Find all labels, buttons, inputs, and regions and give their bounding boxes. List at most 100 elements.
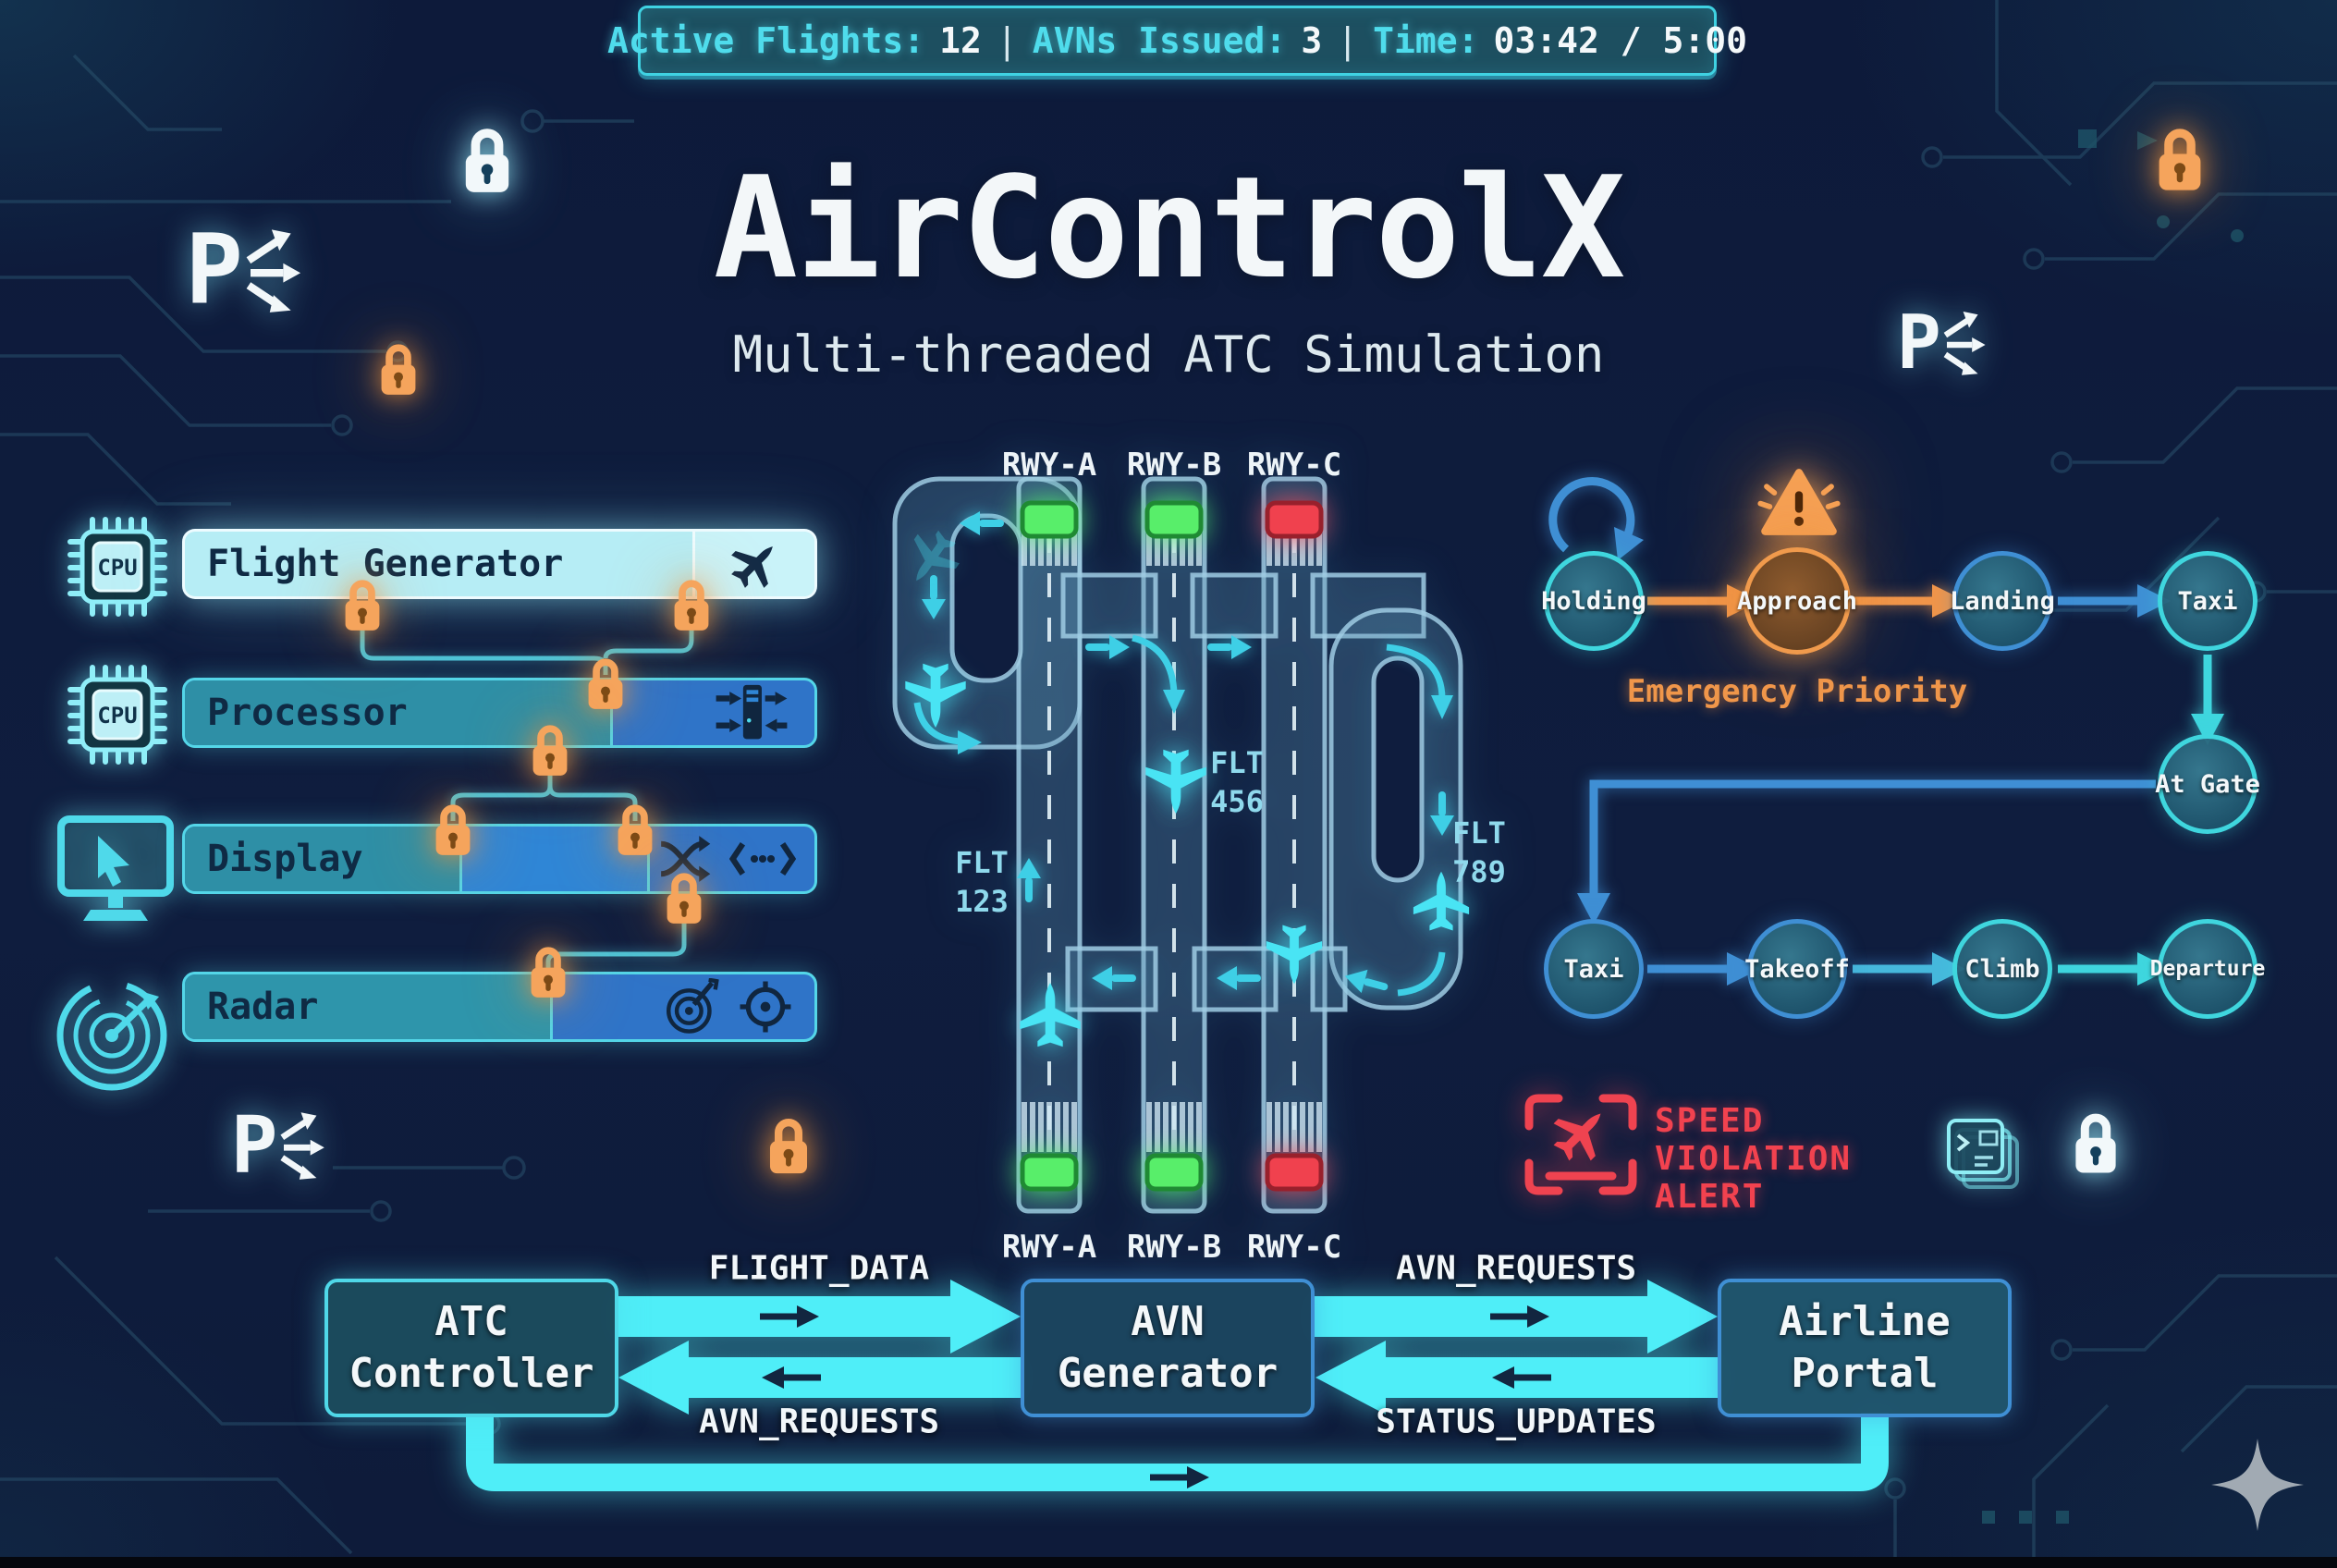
- bottom-border: [0, 1557, 2337, 1568]
- rwy-c-bottom-label: RWY-C: [1247, 1229, 1341, 1266]
- speed-violation-alert-label: SPEED VIOLATION ALERT: [1655, 1102, 1852, 1216]
- divider: |: [996, 20, 1018, 61]
- mutex-lock-icon: [432, 802, 474, 859]
- flight-123-label: FLT: [955, 845, 1009, 880]
- state-taxi-out: Taxi: [1544, 919, 1644, 1019]
- channel-flight-data: FLIGHT_DATA: [708, 1249, 930, 1288]
- process-fork-icon: [181, 220, 320, 316]
- cpu-chip-label: CPU: [97, 555, 137, 581]
- thread-bar-segment: [185, 827, 462, 891]
- ipc-box-label: Controller: [349, 1350, 594, 1397]
- active-flights-label: Active Flights:: [606, 20, 925, 61]
- channel-avn-requests: AVN_REQUESTS: [698, 1403, 940, 1441]
- rwy-a-bottom-light-open: [1020, 1153, 1079, 1192]
- flight-456-number: 456: [1210, 784, 1264, 819]
- dart-target-icon: [666, 978, 719, 1034]
- ipc-box-label: Portal: [1791, 1350, 1939, 1397]
- ipc-box-airline-portal: Airline Portal: [1718, 1279, 2012, 1417]
- rwy-b-bottom-label: RWY-B: [1127, 1229, 1221, 1266]
- sparkle-icon: [2211, 1439, 2304, 1531]
- status-bar: Active Flights: 12 | AVNs Issued: 3 | Ti…: [607, 6, 1747, 76]
- lock-icon: [2071, 1108, 2121, 1180]
- ipc-box-label: Generator: [1057, 1350, 1279, 1397]
- page-subtitle: Multi-threaded ATC Simulation: [732, 325, 1605, 384]
- time-value: 03:42 / 5:00: [1493, 20, 1748, 61]
- thread-bar-segment: [185, 974, 553, 1039]
- lock-icon: [2154, 122, 2206, 198]
- divider: |: [1337, 20, 1359, 61]
- airplane-icon: [728, 537, 782, 591]
- code-dots-icon: [729, 842, 796, 876]
- ipc-box-atc-controller: ATC Controller: [324, 1279, 618, 1417]
- card-stack-icon: [1947, 1119, 2019, 1189]
- rwy-b-top-label: RWY-B: [1127, 447, 1221, 484]
- rwy-a-bottom-label: RWY-A: [1002, 1229, 1096, 1266]
- state-holding: Holding: [1541, 551, 1646, 651]
- page-title: AirControlX: [713, 146, 1626, 310]
- ipc-box-avn-generator: AVN Generator: [1021, 1279, 1315, 1417]
- time-label: Time:: [1373, 20, 1479, 61]
- channel-status-updates: STATUS_UPDATES: [1376, 1403, 1657, 1441]
- rwy-c-bottom-light-closed: [1265, 1153, 1324, 1192]
- crosshair-icon: [740, 981, 791, 1033]
- warning-triangle-icon: [1753, 462, 1845, 542]
- thread-label: Processor: [207, 692, 408, 734]
- emergency-priority-label: Emergency Priority: [1626, 673, 1968, 710]
- ipc-box-label: AVN: [1131, 1298, 1205, 1345]
- shuffle-icon: [660, 836, 711, 882]
- cpu-chip-icon: CPU: [67, 517, 167, 617]
- thread-bar-flight-generator: Flight Generator: [182, 529, 817, 599]
- runway-lights: [1020, 500, 1324, 1192]
- server-sync-icon: [716, 684, 788, 740]
- alert-line: SPEED: [1655, 1102, 1765, 1140]
- mutex-lock-icon: [341, 577, 384, 634]
- alert-line: ALERT: [1655, 1178, 1765, 1216]
- thread-bar-processor: Processor: [182, 678, 817, 748]
- flight-789-number: 789: [1452, 854, 1506, 889]
- mutex-connectors: [360, 610, 694, 971]
- monitor-cursor-icon: [57, 815, 174, 921]
- speed-violation-icon: [1524, 1094, 1637, 1195]
- thread-bar-display: Display: [182, 824, 817, 894]
- process-fork-icon: [229, 1104, 338, 1183]
- state-taxi-in: Taxi: [2158, 551, 2257, 651]
- cpu-chip-label: CPU: [97, 703, 137, 729]
- rwy-a-top-label: RWY-A: [1002, 447, 1096, 484]
- lock-icon: [765, 1106, 812, 1187]
- rwy-b-bottom-light-open: [1144, 1153, 1204, 1192]
- avns-issued-value: 3: [1301, 20, 1323, 61]
- mutex-lock-icon: [529, 722, 571, 779]
- thread-label: Flight Generator: [207, 543, 564, 585]
- thread-label: Display: [207, 838, 363, 880]
- thread-bar-radar: Radar: [182, 972, 817, 1042]
- channel-avn-requests: AVN_REQUESTS: [1395, 1249, 1637, 1288]
- mutex-lock-icon: [584, 655, 627, 713]
- thread-bar-segment: [692, 532, 814, 596]
- flight-123-number: 123: [955, 884, 1009, 919]
- thread-label: Radar: [207, 986, 319, 1028]
- cpu-chip-icon: CPU: [67, 665, 167, 765]
- mutex-lock-icon: [527, 944, 569, 1001]
- lock-icon: [460, 118, 514, 203]
- state-transitions: [1548, 477, 2224, 986]
- state-landing: Landing: [1950, 551, 2055, 651]
- ipc-direction-arrows: [760, 1305, 1551, 1488]
- ipc-box-label: ATC: [434, 1298, 508, 1345]
- mutex-lock-icon: [614, 802, 656, 859]
- state-climb: Climb: [1952, 919, 2052, 1019]
- state-at-gate: At Gate: [2155, 734, 2260, 834]
- alert-line: VIOLATION: [1655, 1140, 1853, 1178]
- runway-map: RWY-A RWY-B RWY-C RWY-A RWY-B RWY-C FLT …: [892, 447, 1506, 1266]
- state-departure: Departure: [2150, 919, 2265, 1019]
- mutex-lock-icon: [663, 870, 705, 927]
- avns-issued-label: AVNs Issued:: [1032, 20, 1287, 61]
- state-takeoff: Takeoff: [1744, 919, 1850, 1019]
- rwy-a-top-light-open: [1020, 500, 1079, 539]
- rwy-c-top-light-closed: [1265, 500, 1324, 539]
- flight-789-label: FLT: [1452, 815, 1506, 851]
- process-fork-icon: [1895, 303, 1999, 379]
- flight-456-label: FLT: [1210, 745, 1264, 780]
